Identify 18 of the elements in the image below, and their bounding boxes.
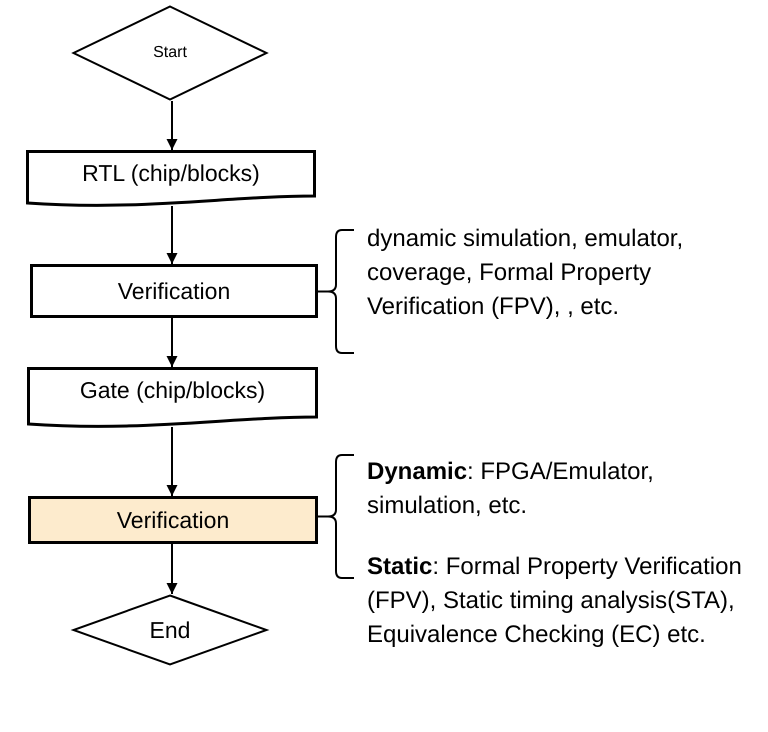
decision-diamond: [72, 5, 268, 101]
node-label: Verification: [118, 278, 230, 304]
annotation-text: dynamic simulation, emulator, coverage, Formal Property Verification (FPV), , etc.: [367, 224, 684, 322]
node-label: RTL (chip/blocks): [82, 160, 260, 186]
decision-diamond: [72, 594, 268, 666]
arrow: [166, 101, 178, 150]
node-label: Gate (chip/blocks): [80, 377, 266, 404]
annotation-text: Dynamic: FPGA/Emulator, simulation, etc.: [367, 457, 655, 521]
node-label: Start: [153, 44, 187, 62]
node-label: Verification: [116, 506, 230, 534]
arrow: [166, 544, 178, 594]
arrow: [166, 318, 178, 367]
process-box: [28, 496, 318, 544]
node-label: End: [150, 616, 190, 644]
arrow: [166, 206, 178, 264]
process-box: [30, 264, 318, 318]
annotation-text: Static: Formal Property Verification (FPV), Static timing analysis(STA), Equivalence Checking (EC) etc.: [367, 552, 743, 650]
arrow: [166, 427, 178, 496]
